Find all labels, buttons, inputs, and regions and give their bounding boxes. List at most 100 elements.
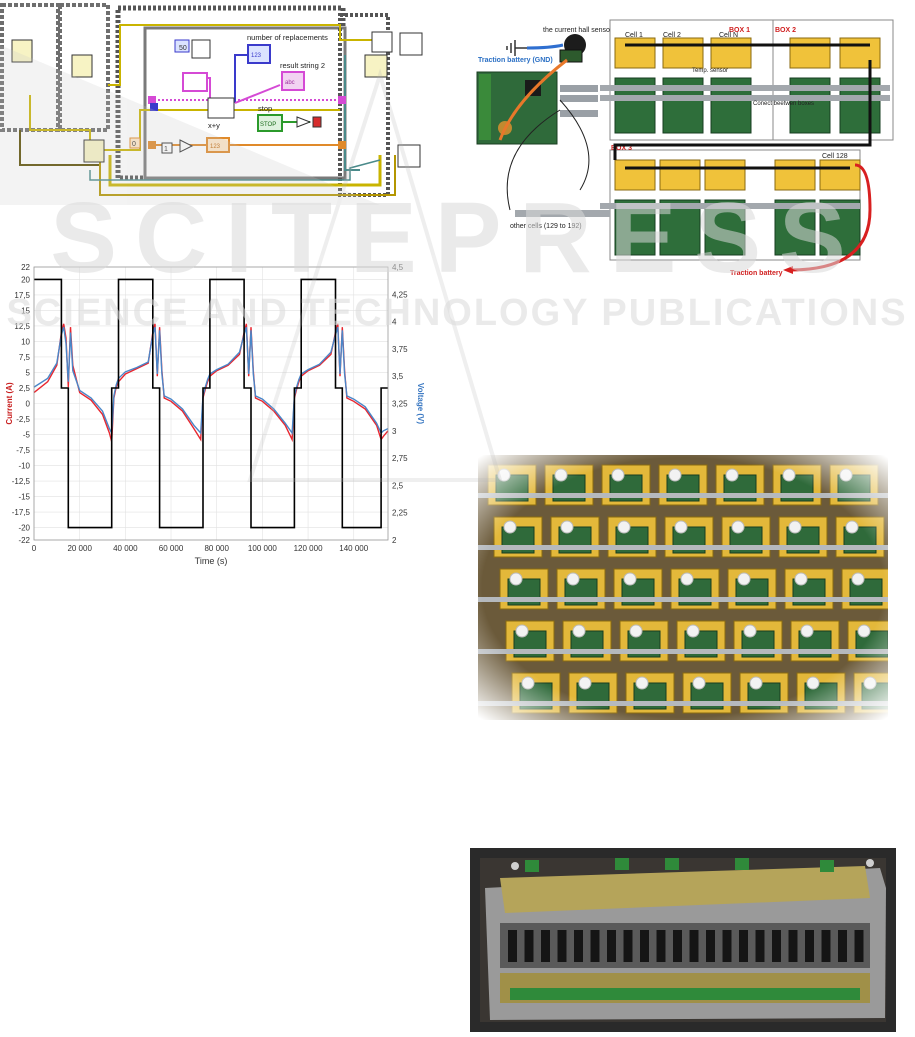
pcb-transistor — [772, 930, 781, 962]
y-left-tick-label: -15 — [18, 493, 30, 502]
y-axis-label-left: Current (A) — [5, 382, 14, 425]
y-left-tick-label: -22 — [18, 536, 30, 545]
pcb-transistor — [590, 930, 600, 962]
lv-label-x-plus-y: x+y — [208, 121, 220, 130]
cells-row-top — [600, 37, 890, 134]
y-right-tick-label: 3 — [392, 427, 397, 436]
hall-sensor-label: the current hall sensor — [543, 27, 613, 34]
ground-icon — [506, 40, 527, 56]
plot-frame — [33, 266, 389, 541]
pcb-transistor — [788, 930, 798, 962]
pcb-transistor — [821, 930, 831, 962]
y-right-tick-label: 4 — [392, 318, 397, 327]
pcb-transistor — [739, 930, 748, 962]
while-loop-outer — [115, 5, 347, 181]
lv-indicator-abc: abc — [285, 80, 295, 86]
y-left-tick-label: -12,5 — [12, 477, 31, 486]
chart-svg: 22 20 17,5 15 12,5 10 7,5 5 2,5 0 -2,5 -5 -7,5 -10 -12… — [5, 263, 425, 566]
pcb-transistors — [508, 930, 864, 962]
y-left-tick-label: 12,5 — [14, 322, 30, 331]
x-tick-label: 80 000 — [204, 544, 229, 553]
y-right-ticks: 4,5 4,25 4 3,75 3,5 3,25 3 2,75 2,5 2,25 2 — [392, 263, 408, 545]
box-2-label: BOX 2 — [775, 27, 796, 34]
y-left-tick-label: 17,5 — [14, 291, 30, 300]
temp-sensor-label: Temp. sensor — [692, 68, 728, 74]
cell-128-label: Cell 128 — [822, 153, 848, 160]
current-voltage-chart: 22 20 17,5 15 12,5 10 7,5 5 2,5 0 -2,5 -5 -7,5 -10 -12… — [0, 255, 430, 570]
lv-constant-0: 0 — [132, 141, 136, 148]
x-tick-label: 140 000 — [339, 544, 368, 553]
pcb-transistor — [689, 930, 699, 962]
x-tick-label: 100 000 — [248, 544, 277, 553]
y-left-tick-label: 10 — [21, 337, 30, 346]
y-left-tick-label: -20 — [18, 524, 30, 533]
photo-cell-modules — [478, 455, 903, 720]
lv-label-result-string: result string 2 — [280, 61, 325, 70]
x-tick-label: 60 000 — [159, 544, 184, 553]
x-tick-label: 120 000 — [294, 544, 323, 553]
cell-n-label: Cell N — [719, 32, 738, 39]
photo-pcb-stack — [470, 848, 896, 1032]
y-left-tick-label: 20 — [21, 275, 30, 284]
diagram-nodes — [83, 31, 423, 168]
y-left-tick-label: -7,5 — [16, 446, 30, 455]
pcb-transistor — [805, 930, 814, 962]
y-right-tick-label: 3,5 — [392, 372, 404, 381]
y-right-tick-label: 4,25 — [392, 290, 408, 299]
y-left-tick-label: 15 — [21, 306, 30, 315]
labview-block-diagram: 50 0 1 number of replacements result str… — [0, 0, 435, 205]
y-right-tick-label: 4,5 — [392, 263, 404, 272]
y-left-tick-label: -5 — [23, 431, 31, 440]
bms-wiring-diagram: Traction battery (GND) the current hall … — [475, 0, 915, 280]
chart-lines — [33, 278, 389, 529]
lv-constant-50: 50 — [179, 45, 187, 52]
lv-indicator-123: 123 — [251, 53, 262, 59]
pcb-transistor — [541, 930, 550, 962]
y-left-tick-label: -17,5 — [12, 508, 31, 517]
lv-label-number-of-replacements: number of replacements — [247, 33, 328, 42]
wiring-diagram-svg: Traction battery (GND) the current hall … — [476, 19, 894, 277]
pcb-transistor — [706, 930, 715, 962]
pcb-transistor — [838, 930, 847, 962]
box-3-label: BOX 3 — [611, 145, 632, 152]
photo-cell-modules-svg — [478, 455, 903, 720]
y-right-tick-label: 2,25 — [392, 509, 408, 518]
y-left-tick-label: 2,5 — [19, 384, 31, 393]
traction-battery-label: Traction battery — [730, 270, 783, 277]
y-left-tick-label: 0 — [26, 400, 31, 409]
connect-boxes-label: Conect beetwen boxes — [753, 101, 814, 107]
pcb-transistor — [607, 930, 616, 962]
y-axis-label-right: Voltage (V) — [416, 383, 425, 425]
current-series-line — [34, 278, 388, 529]
pcb-transistor — [623, 930, 633, 962]
y-right-tick-label: 2,75 — [392, 454, 408, 463]
y-left-tick-label: 7,5 — [19, 353, 31, 362]
cell-1-label: Cell 1 — [625, 32, 643, 39]
pcb-transistor — [854, 930, 864, 962]
other-cells-label: other cells (129 to 192) — [510, 223, 582, 230]
lv-constant-1: 1 — [164, 146, 168, 153]
pcb-transistor — [673, 930, 682, 962]
y-left-tick-label: -10 — [18, 462, 30, 471]
cell-2-label: Cell 2 — [663, 32, 681, 39]
pcb-transistor — [508, 930, 517, 962]
pcb-transistor — [640, 930, 649, 962]
pcb-transistor — [557, 930, 567, 962]
y-right-tick-label: 3,25 — [392, 400, 408, 409]
pcb-transistor — [755, 930, 765, 962]
pcb-transistor — [722, 930, 732, 962]
traction-gnd-label: Traction battery (GND) — [478, 57, 553, 64]
y-left-tick-label: -2,5 — [16, 415, 30, 424]
y-right-tick-label: 3,75 — [392, 345, 408, 354]
x-tick-label: 20 000 — [67, 544, 92, 553]
x-tick-label: 40 000 — [113, 544, 138, 553]
labview-diagram-svg: 50 0 1 number of replacements result str… — [0, 3, 423, 197]
photo-pcb-stack-svg — [470, 848, 896, 1032]
y-right-tick-label: 2,5 — [392, 481, 404, 490]
sequence-frame-left — [0, 3, 110, 132]
y-left-tick-label: 5 — [26, 368, 31, 377]
y-left-tick-label: 22 — [21, 263, 30, 272]
y-right-tick-label: 2 — [392, 536, 397, 545]
traction-battery-wire — [789, 163, 872, 272]
